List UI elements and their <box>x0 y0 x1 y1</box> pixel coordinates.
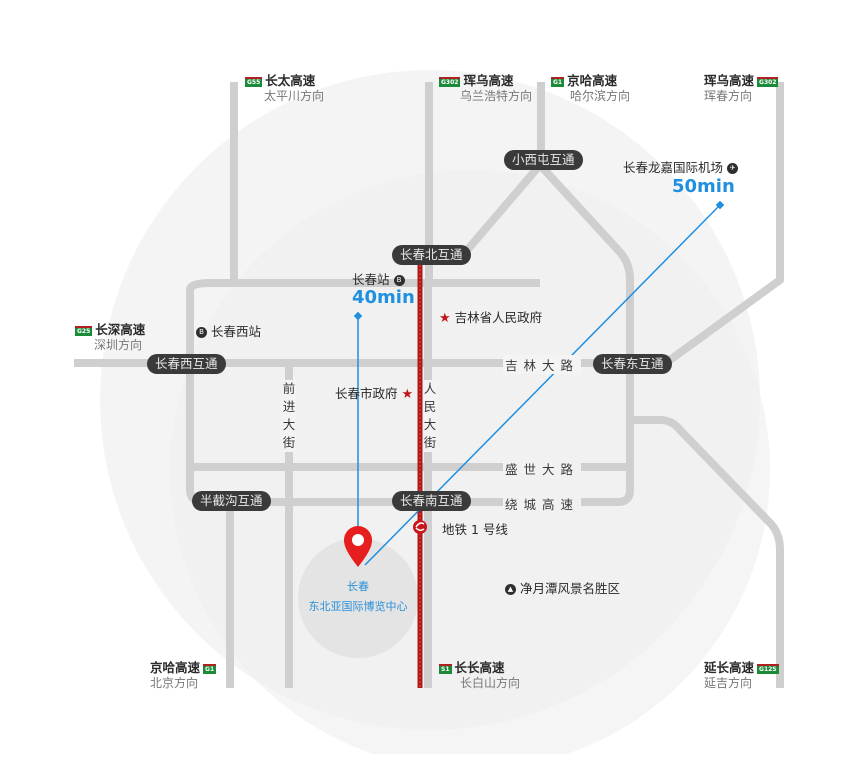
road-name-qianjin: 前 进 大 街 <box>282 380 296 452</box>
highway-badge: G1 <box>203 663 217 674</box>
location-marker-icon <box>344 526 372 567</box>
poi-metro-line-1[interactable]: 地铁 1 号线 <box>442 522 508 537</box>
destination-label: 长春 东北亚国际博览中心 <box>308 580 408 613</box>
highway-badge: G12S <box>757 663 779 674</box>
train-icon: B <box>393 275 405 286</box>
poi-provincial-gov[interactable]: ★ 吉林省人民政府 <box>439 310 543 326</box>
interchange-east[interactable]: 长春东互通 <box>593 354 672 374</box>
highway-badge: G1 <box>551 76 565 87</box>
highway-badge: S1 <box>439 663 452 674</box>
highway-badge: G302 <box>439 76 461 87</box>
interchange-banjiegou[interactable]: 半截沟互通 <box>192 491 271 511</box>
poi-airport[interactable]: 长春龙嘉国际机场 ✈ <box>623 157 738 176</box>
destination-circle <box>298 538 418 658</box>
poi-changchun-station[interactable]: 长春站 B <box>352 269 405 288</box>
poi-changchun-west-station[interactable]: B 长春西站 <box>196 321 261 340</box>
star-icon: ★ <box>401 387 414 402</box>
road-name-renmin: 人 民 大 街 <box>423 380 437 452</box>
plane-icon: ✈ <box>727 163 738 174</box>
star-icon: ★ <box>439 311 451 326</box>
poi-city-gov[interactable]: 长春市政府 ★ <box>335 386 414 402</box>
road-name-shengshi: 盛世大路 <box>503 459 582 478</box>
metro-icon <box>413 520 427 534</box>
interchange-xiaoxitun[interactable]: 小西屯互通 <box>504 150 583 170</box>
highway-badge: G55 <box>245 76 263 87</box>
road-name-jilin: 吉林大路 <box>503 355 582 374</box>
interchange-south[interactable]: 长春南互通 <box>392 491 471 511</box>
train-icon: B <box>196 327 207 338</box>
road-name-raocheng: 绕城高速 <box>503 494 582 513</box>
interchange-west[interactable]: 长春西互通 <box>147 354 226 374</box>
highway-badge: G25 <box>75 325 93 336</box>
park-icon: ▲ <box>505 584 516 595</box>
highway-badge: G302 <box>757 76 779 87</box>
travel-time-station: 40min <box>352 287 415 308</box>
interchange-north[interactable]: 长春北互通 <box>392 245 471 265</box>
poi-jingyuetan[interactable]: ▲ 净月潭风景名胜区 <box>505 578 620 597</box>
travel-time-airport: 50min <box>672 176 735 197</box>
